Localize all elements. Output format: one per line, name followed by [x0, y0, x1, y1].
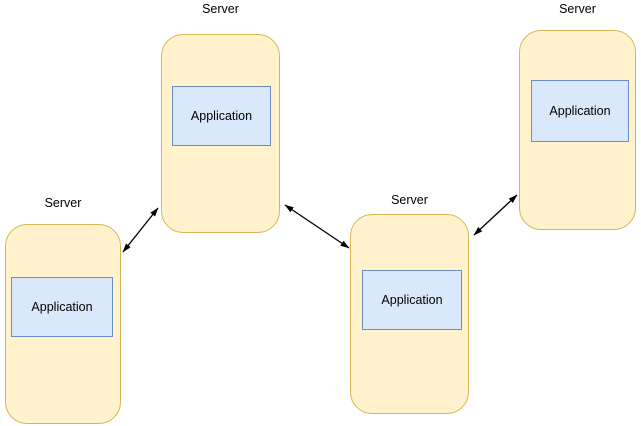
application-label: Application: [31, 300, 93, 314]
server-node-top-right[interactable]: Application: [519, 30, 636, 230]
application-label: Application: [381, 293, 443, 307]
server-label: Server: [202, 2, 239, 16]
connector-left-to-top-middle[interactable]: [122, 207, 159, 253]
server-label: Server: [391, 193, 428, 207]
server-node-top-middle[interactable]: Application: [161, 34, 280, 233]
application-box[interactable]: Application: [531, 80, 629, 142]
connector-middle-right-to-top-right[interactable]: [473, 194, 518, 236]
application-label: Application: [549, 104, 611, 118]
application-box[interactable]: Application: [172, 86, 271, 146]
connector-top-middle-to-middle-right[interactable]: [284, 204, 350, 249]
application-box[interactable]: Application: [11, 277, 113, 337]
server-node-middle-right[interactable]: Application: [350, 214, 469, 414]
application-box[interactable]: Application: [362, 270, 462, 330]
server-label: Server: [44, 196, 82, 210]
application-label: Application: [190, 109, 253, 123]
server-label: Server: [559, 2, 596, 16]
server-node-left[interactable]: Application: [5, 224, 121, 424]
